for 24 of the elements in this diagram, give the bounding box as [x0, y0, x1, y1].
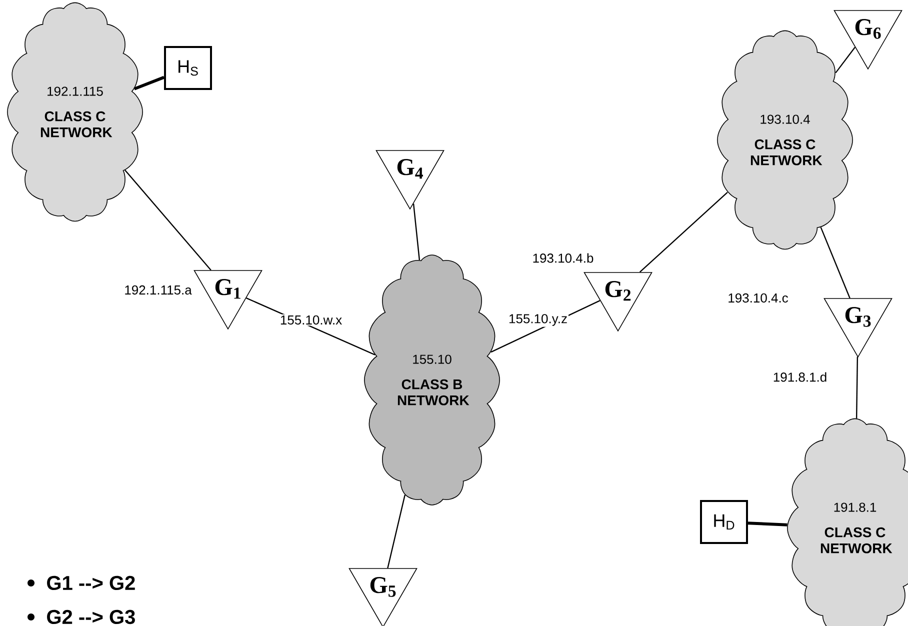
network-cloud: 191.8.1 CLASS C NETWORK [787, 418, 908, 626]
address-label: 193.10.4.c [726, 292, 790, 304]
connector-line [748, 522, 788, 526]
bullet-item: G2 --> G3 [47, 610, 135, 624]
connector-line [124, 170, 212, 270]
connector-line [835, 46, 856, 74]
host-box: H$_{D}$ [700, 500, 748, 544]
address-label: 155.10.w.x [278, 314, 344, 326]
address-label: 193.10.4.b [531, 252, 595, 264]
network-cloud: 192.1.115 CLASS C NETWORK [7, 2, 143, 222]
address-label: 191.8.1.d [772, 371, 828, 383]
gateway-triangle: G$_{5}$ [348, 568, 418, 626]
address-label: 155.10.y.z [508, 313, 569, 327]
bullet-item: G1 --> G2 [47, 576, 135, 590]
connector-line [387, 494, 406, 568]
connector-line [820, 227, 850, 298]
connector-line [134, 76, 165, 90]
address-label: 192.1.115.a [123, 284, 193, 296]
network-cloud: 193.10.4 CLASS C NETWORK [717, 30, 853, 250]
connector-line [639, 192, 728, 273]
connector-line [412, 204, 420, 260]
connector-line [856, 356, 858, 418]
network-cloud: 155.10 CLASS B NETWORK [364, 254, 500, 506]
host-box: H$_{S}$ [164, 46, 212, 90]
